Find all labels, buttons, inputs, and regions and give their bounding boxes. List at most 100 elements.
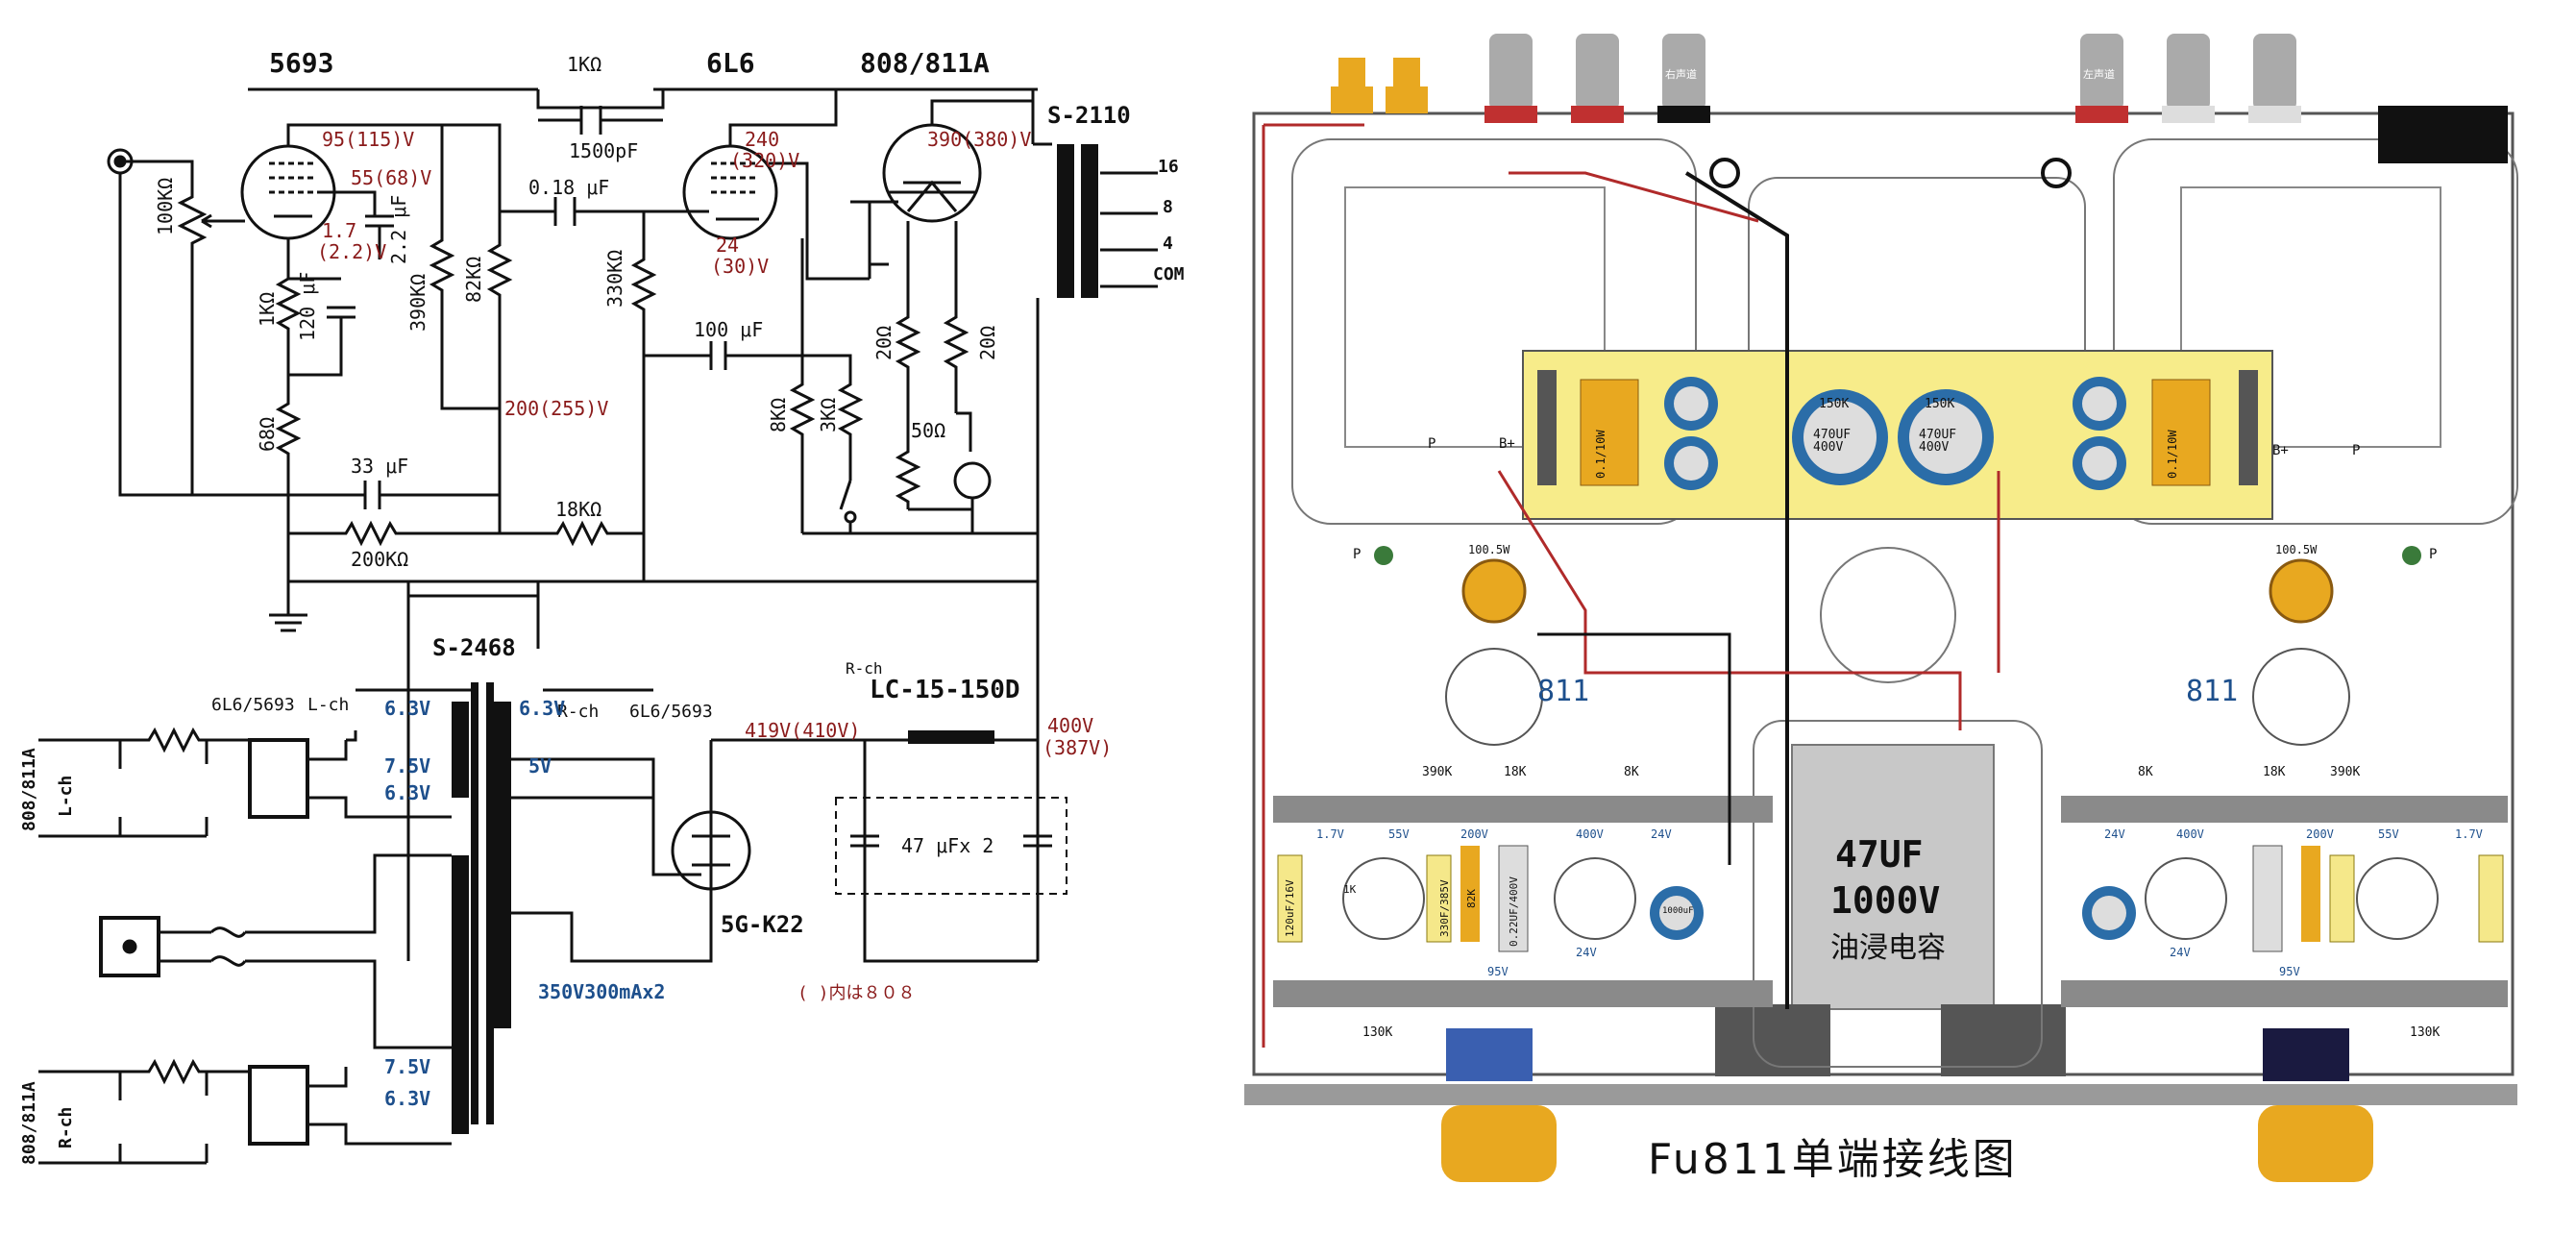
heater-7v5-r: 7.5V (384, 1055, 431, 1078)
speaker-terminals (1484, 34, 2301, 123)
strip-right-130k: 130K (2410, 1025, 2441, 1040)
v1-cathode-cap: 120 μF (296, 271, 319, 341)
side-label-bot-a: 808/811A (19, 1081, 39, 1165)
cap-33uf: 33 μF (351, 455, 409, 478)
volt-right-1: 24V (2104, 827, 2125, 841)
tube-label-5693: 5693 (269, 47, 334, 79)
cap-label-120uf: 120uF/16V (1284, 879, 1296, 937)
cap-label-330f: 330F/385V (1438, 879, 1451, 937)
resistor-20-a: 20Ω (872, 325, 895, 360)
choke-label: LC-15-150D (870, 676, 1020, 704)
b-plus-voltage: 419V(410V) (745, 719, 861, 742)
board-res-right: 0.1/10W (2166, 430, 2179, 479)
chassis-layout (1244, 34, 2518, 1182)
b-out-voltage-b: (387V) (1043, 736, 1113, 759)
heater-6v3-b: 6.3V (519, 697, 566, 720)
hv-secondary: 350V300mAx2 (538, 980, 666, 1003)
side-label-top-b: L-ch (56, 775, 76, 817)
terminal-p-right-top: P (2352, 443, 2361, 458)
strip-left-390k: 390K (1422, 765, 1453, 779)
strip-left-18k: 18K (1504, 765, 1527, 779)
side-label-bot-b: R-ch (56, 1106, 76, 1148)
volt-left-5: 24V (1651, 827, 1672, 841)
terminal-p-left: P (1353, 547, 1362, 562)
volt-left-2: 55V (1388, 827, 1410, 841)
resistor-82k: 82KΩ (462, 256, 485, 303)
rectifier-label: 5G-K22 (721, 911, 804, 938)
output-transformer-label: S-2110 (1047, 102, 1131, 129)
v2-plate-voltage-a: 240 (745, 128, 780, 151)
tube-811-left: 811 (1537, 675, 1590, 708)
big-cap-type: 油浸电容 (1830, 931, 1946, 965)
tube-811-right: 811 (2186, 675, 2239, 708)
cap-label-1000uf: 1000uF (1662, 906, 1694, 916)
power-inlet (2378, 106, 2508, 163)
cap-label-82k: 82K (1465, 889, 1478, 908)
resistor-20-b: 20Ω (976, 325, 999, 360)
coupling-cap: 0.18 μF (528, 176, 610, 199)
schematic-wiring (38, 87, 1158, 1165)
heater-7v5: 7.5V (384, 754, 431, 777)
resistor-330k: 330KΩ (603, 249, 626, 308)
terminal-bplus-right: B+ (2272, 443, 2289, 458)
terminal-p-right: P (2429, 547, 2438, 562)
layout-title: Fu811单端接线图 (1648, 1135, 2018, 1184)
filter-board (1522, 350, 2273, 520)
volt-right-2: 400V (2176, 827, 2204, 841)
tap-8: 8 (1163, 197, 1173, 217)
rca-jack-left (1331, 58, 1428, 113)
v1-cathode-voltage-a: 1.7 (322, 219, 357, 242)
resistor-18k: 18KΩ (555, 498, 602, 521)
tap-com: COM (1153, 264, 1185, 284)
jack-label-left-ch: 左声道 (2083, 68, 2115, 81)
strip-left-8k: 8K (1624, 765, 1639, 779)
fb-resistor: 1KΩ (567, 53, 602, 76)
board-c470-a: 470UF 400V (1813, 428, 1852, 455)
tap-16: 16 (1158, 157, 1179, 177)
volt-left-1: 1.7V (1316, 827, 1344, 841)
tube-label-6l6: 6L6 (706, 47, 755, 79)
volt-left-6: 95V (1487, 965, 1509, 978)
chassis-base (1244, 1084, 2517, 1105)
note-808: ( )内は８０８ (797, 983, 916, 1003)
jack-label-right-ch: 右声道 (1665, 68, 1697, 81)
pot-50: 50Ω (911, 419, 946, 442)
volume-pot: 100KΩ (154, 177, 177, 235)
pot-left-label: 100.5W (1468, 543, 1510, 556)
pot-right-label: 100.5W (2275, 543, 2318, 556)
cap-label-022uf: 0.22UF/400V (1508, 876, 1520, 947)
side-label-top-a: 808/811A (19, 748, 39, 831)
tap-4: 4 (1163, 234, 1173, 254)
volt-right-7: 24V (2170, 946, 2191, 959)
strip-right-8k: 8K (2138, 765, 2153, 779)
v1-cathode-resistor: 1KΩ (256, 291, 279, 327)
big-cap-voltage: 1000V (1830, 879, 1941, 922)
v3-plate-voltage: 390(380)V (927, 128, 1032, 151)
terminal-p-left-top: P (1428, 436, 1436, 452)
volt-left-4: 400V (1576, 827, 1604, 841)
v2-cathode-voltage-b: (30)V (711, 255, 770, 278)
heater-6v3-a: 6.3V (384, 697, 431, 720)
resistor-8k: 8KΩ (767, 397, 790, 432)
filter-caps-label: 47 μFx 2 (901, 834, 994, 857)
v1-plate-voltage: 95(115)V (322, 128, 415, 151)
resistor-68: 68Ω (256, 416, 279, 452)
heater-r-taps: 6L6/5693 (629, 702, 713, 722)
resistor-3k: 3KΩ (817, 397, 840, 432)
v1-cathode-voltage-b: (2.2)V (317, 240, 387, 263)
volt-left-3: 200V (1460, 827, 1488, 841)
resistor-label-1k: 1K (1343, 883, 1357, 896)
v2-cathode-voltage-a: 24 (716, 234, 740, 257)
heater-6v3-c: 6.3V (384, 781, 431, 804)
b-out-voltage-a: 400V (1047, 714, 1094, 737)
heater-6v3-d: 6.3V (384, 1087, 431, 1110)
volt-right-6: 95V (2279, 965, 2300, 978)
resistor-200k: 200KΩ (351, 548, 409, 571)
heater-r-ch: R-ch (557, 702, 600, 722)
v1-screen-voltage: 55(68)V (351, 166, 432, 189)
volt-right-3: 200V (2306, 827, 2334, 841)
board-c470-b: 470UF 400V (1919, 428, 1957, 455)
resistor-390k: 390KΩ (406, 273, 429, 332)
big-oil-capacitor (1791, 744, 1995, 1010)
